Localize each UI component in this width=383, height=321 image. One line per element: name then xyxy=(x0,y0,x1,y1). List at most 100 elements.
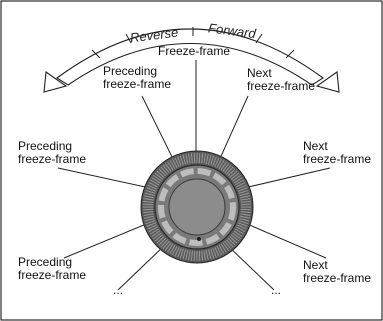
dial-tick xyxy=(144,192,155,197)
dial-tick xyxy=(232,232,241,240)
dial-tick xyxy=(230,234,240,242)
dial-tick xyxy=(149,179,160,186)
label-line: Preceding xyxy=(103,64,158,78)
dial-tick xyxy=(198,250,201,261)
dial-tick xyxy=(233,230,243,237)
dial-tick xyxy=(218,244,225,255)
dial-tick xyxy=(158,168,167,177)
dial-tick xyxy=(164,163,172,172)
next-freeze-frame-label-middle: Next freeze-frame xyxy=(303,140,371,166)
jog-dial-icon xyxy=(140,150,254,264)
dial-tick xyxy=(151,177,161,184)
dial-tick xyxy=(167,243,174,253)
dial-tick xyxy=(240,208,251,211)
dial-tick xyxy=(148,226,159,232)
arc-segment-dividers xyxy=(91,27,295,59)
dial-tick xyxy=(238,220,249,225)
dial-tick xyxy=(201,250,204,261)
ellipsis-text: ... xyxy=(113,283,124,297)
dial-tick xyxy=(146,187,157,192)
dial-tick xyxy=(212,247,217,258)
dial-tick xyxy=(190,153,193,164)
dial-tick xyxy=(205,154,209,165)
dial-tick xyxy=(160,239,168,248)
dial-tick xyxy=(214,246,220,257)
dial-tick xyxy=(235,226,246,232)
freeze-frame-text: Freeze-frame xyxy=(158,44,231,58)
dial-tick xyxy=(143,203,154,206)
dial-tick xyxy=(198,153,201,164)
dial-tick xyxy=(240,198,251,201)
label-line: Preceding xyxy=(18,255,73,269)
forward-arrow-icon xyxy=(315,71,340,93)
dial-tick xyxy=(224,240,232,250)
dial-tick xyxy=(237,222,248,227)
dial-tick xyxy=(144,215,155,219)
dial-tick xyxy=(222,163,230,172)
dial-tick xyxy=(236,224,247,230)
dial-tick xyxy=(239,215,250,219)
freeze-frame-label: Freeze-frame xyxy=(158,45,230,58)
dial-tick xyxy=(154,234,164,242)
dial-tick xyxy=(218,159,225,170)
ellipsis-label-right: ... xyxy=(271,284,281,297)
dial-tick xyxy=(237,187,248,192)
dial-tick xyxy=(226,239,234,248)
dial-tick xyxy=(144,195,155,199)
dial-tick xyxy=(234,228,245,235)
dial-tick xyxy=(172,245,178,256)
dial-tick xyxy=(230,172,240,180)
label-line: freeze-frame xyxy=(18,152,87,166)
dial-tick xyxy=(167,161,174,171)
dial-tick xyxy=(143,208,154,211)
dial-tick xyxy=(207,249,212,260)
dial-tick xyxy=(188,153,191,164)
dial-tick xyxy=(229,236,238,244)
dial-tick xyxy=(144,217,155,222)
dial-tick xyxy=(148,182,159,188)
dial-tick xyxy=(232,174,241,182)
dial-tick xyxy=(179,248,184,259)
dial-tick xyxy=(239,192,250,197)
dial-tick xyxy=(143,211,154,214)
dial-tick xyxy=(182,154,187,165)
dial-tick xyxy=(185,154,189,165)
dial-tick xyxy=(156,236,165,244)
dial-tick xyxy=(145,220,156,225)
next-freeze-frame-label-upper: Next freeze-frame xyxy=(247,67,315,93)
label-line: freeze-frame xyxy=(247,79,316,93)
dial-tick xyxy=(172,158,178,169)
label-line: freeze-frame xyxy=(303,152,372,166)
dial-tick xyxy=(177,156,182,167)
dial-tick xyxy=(207,154,212,165)
dial-tick xyxy=(145,189,156,194)
dial-tick xyxy=(201,153,204,164)
dial-tick xyxy=(174,246,180,257)
dial-tick xyxy=(224,164,232,174)
dial-tick xyxy=(147,224,158,230)
dial-tick xyxy=(160,166,168,175)
dial-tick xyxy=(240,211,251,214)
dial-tick xyxy=(229,170,238,178)
label-line: Next xyxy=(247,66,272,80)
dial-tick xyxy=(169,244,176,255)
dial-tick xyxy=(156,170,165,178)
ellipsis-label-left: ... xyxy=(113,284,123,297)
dial-tick xyxy=(220,243,227,253)
reverse-label: Reverse xyxy=(129,25,179,46)
label-line: freeze-frame xyxy=(18,268,87,282)
dial-tick xyxy=(169,159,176,170)
dial-tick xyxy=(240,213,251,216)
dial-tick xyxy=(216,158,222,169)
forward-label: Forward xyxy=(207,20,257,41)
dial-tick xyxy=(227,168,236,177)
label-line: Preceding xyxy=(18,139,73,153)
dial-tick xyxy=(153,174,162,182)
dial-tick xyxy=(185,249,189,260)
preceding-freeze-frame-label-lower: Preceding freeze-frame xyxy=(18,256,86,282)
dial-tick xyxy=(193,250,196,261)
dial-tick xyxy=(240,203,251,206)
dial-tick xyxy=(240,200,251,203)
dial-tick xyxy=(239,195,250,199)
